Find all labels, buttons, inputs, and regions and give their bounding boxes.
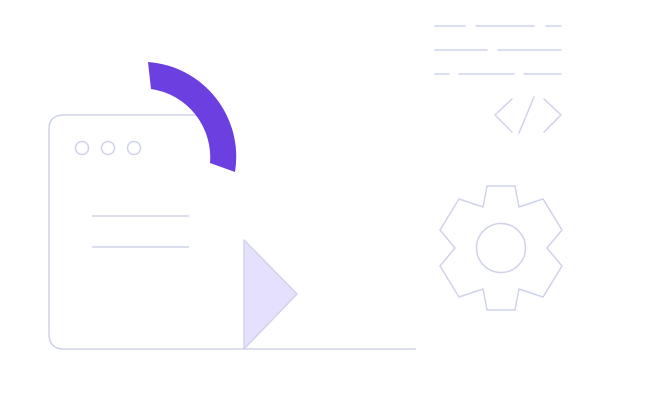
text-lines-icon (434, 25, 562, 75)
window-dot-2 (100, 140, 116, 156)
code-slash (518, 96, 535, 134)
play-triangle-icon (243, 239, 298, 350)
code-brackets-icon (494, 96, 562, 134)
code-bracket-left (494, 98, 513, 133)
window-dot-3 (126, 140, 142, 156)
browser-window-frame (48, 114, 245, 350)
code-bracket-right (543, 98, 562, 133)
gear-outline (439, 185, 563, 311)
progress-arc-icon (148, 62, 237, 172)
gear-hub (475, 222, 527, 274)
window-dot-1 (74, 140, 90, 156)
browser-window-icon (48, 114, 245, 350)
gear-icon (439, 185, 563, 311)
